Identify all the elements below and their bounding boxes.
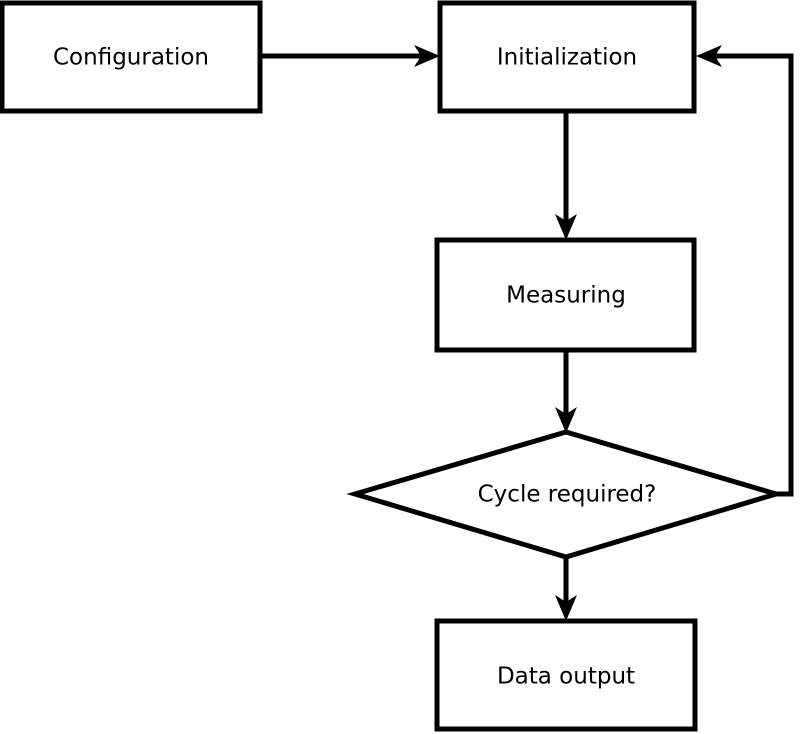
node-shape-configuration[interactable]: [0, 0, 263, 114]
node-shape-measuring[interactable]: [434, 237, 697, 353]
node-data-output[interactable]: Data output: [434, 618, 698, 732]
edge-cycle-required-to-data-output: [555, 557, 577, 621]
arrowhead-icon-into-cycle-required-top: [555, 407, 577, 433]
node-label-configuration: Configuration: [53, 45, 209, 71]
node-label-initialization: Initialization: [497, 45, 637, 71]
node-shape-initialization[interactable]: [437, 0, 697, 114]
edge-configuration-to-initialization: [260, 45, 440, 67]
arrowhead-icon-into-initialization-right: [696, 45, 722, 67]
arrowhead-icon-into-measuring-top: [555, 214, 577, 240]
node-shape-data-output[interactable]: [434, 618, 698, 732]
edge-initialization-to-measuring: [555, 111, 577, 240]
node-label-measuring: Measuring: [506, 283, 626, 309]
node-label-cycle-required: Cycle required?: [478, 482, 657, 508]
node-configuration[interactable]: Configuration: [0, 0, 263, 114]
node-label-data-output: Data output: [497, 664, 635, 690]
edge-cycle-required-to-initialization-feedback: [696, 45, 794, 497]
arrowhead-icon-into-initialization-left: [414, 45, 440, 67]
node-cycle-required[interactable]: Cycle required?: [346, 429, 785, 560]
node-measuring[interactable]: Measuring: [434, 237, 697, 353]
edge-line-feedback-loop: [702, 53, 794, 497]
node-initialization[interactable]: Initialization: [437, 0, 697, 114]
edge-measuring-to-cycle-required: [555, 350, 577, 433]
arrowhead-icon-into-data-output-top: [555, 595, 577, 621]
node-shape-cycle-required[interactable]: [346, 429, 785, 560]
